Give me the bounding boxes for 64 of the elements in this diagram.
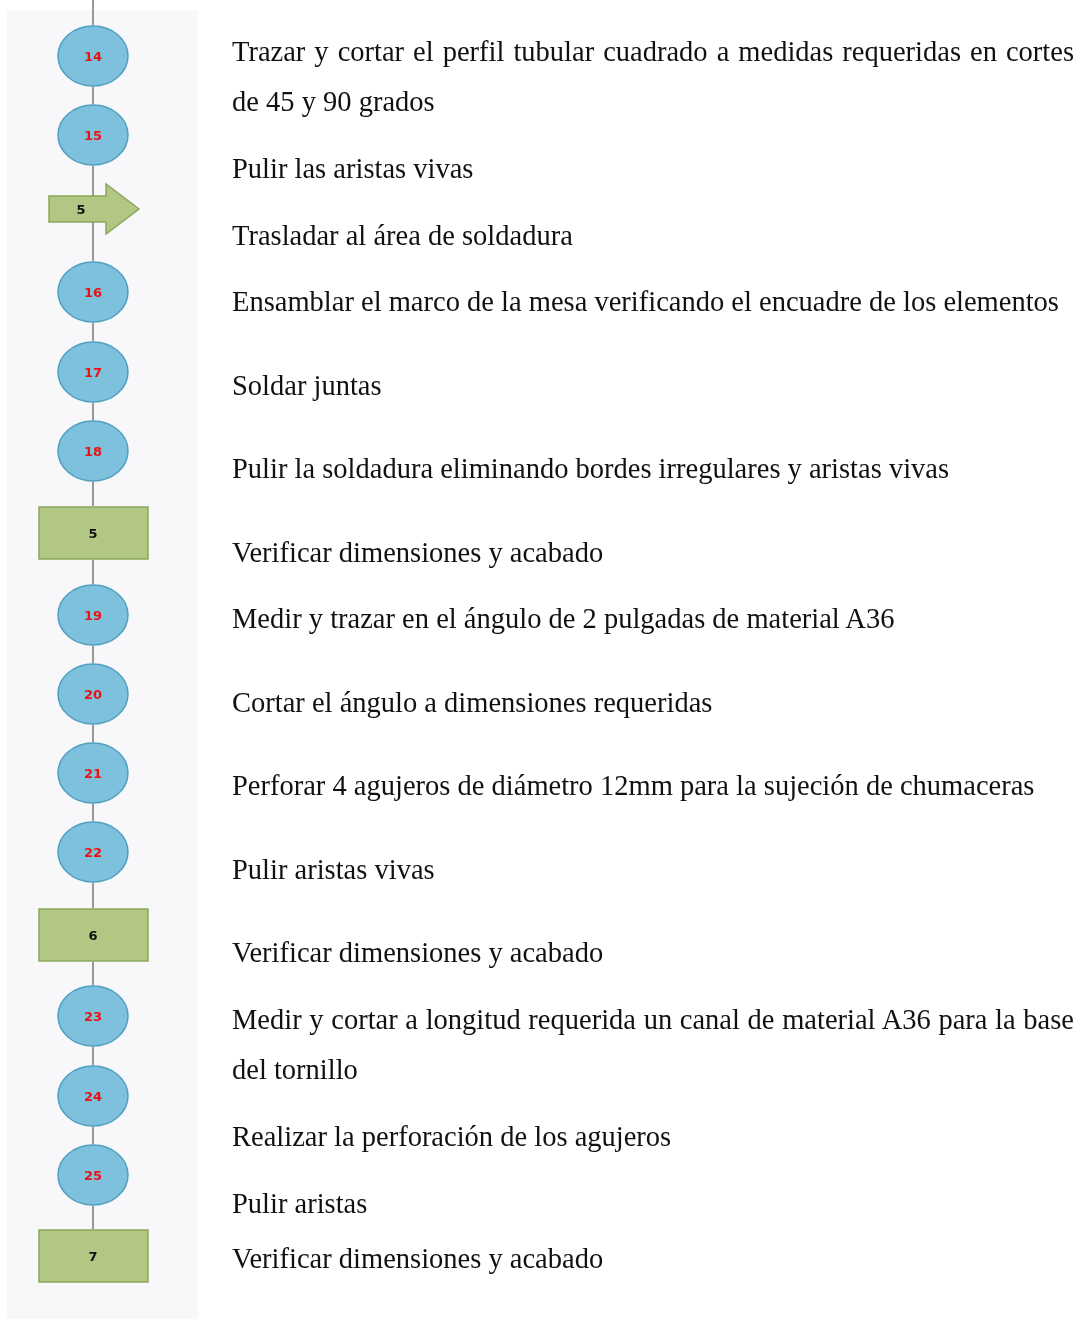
connector-line [92, 481, 94, 507]
step-description: Soldar juntas [232, 369, 383, 403]
operation-circle [57, 1065, 129, 1127]
operation-circle [57, 261, 129, 323]
step-number: 5 [75, 201, 87, 217]
connector-line [92, 86, 94, 105]
step-description: Medir y cortar a longitud requerida un canal de material A36 para la base del tornillo [232, 1003, 1074, 1087]
step-description: Medir y trazar en el ángulo de 2 pulgadas de material A36 [232, 602, 896, 636]
connector-line [92, 221, 94, 262]
step-description: Verificar dimensiones y acabado [232, 536, 605, 570]
step-number: 14 [82, 48, 104, 64]
step-description: Ensamblar el marco de la mesa verificando el encuadre de los elementos [232, 285, 1060, 319]
inspection-box [37, 1229, 149, 1283]
step-number: 24 [82, 1088, 104, 1104]
connector-line [92, 1126, 94, 1145]
step-number: 22 [82, 844, 104, 860]
operation-circle [57, 985, 129, 1047]
step-description: Pulir la soldadura eliminando bordes irregulares y aristas vivas [232, 452, 951, 486]
connector-line [92, 322, 94, 342]
step-description: Pulir aristas [232, 1187, 369, 1221]
connector-line [92, 1046, 94, 1066]
operation-circle [57, 420, 129, 482]
connector-line [92, 402, 94, 421]
step-number: 6 [87, 927, 99, 943]
step-number: 7 [87, 1248, 99, 1264]
operation-circle [57, 1144, 129, 1206]
step-number: 15 [82, 127, 104, 143]
connector-line [92, 1205, 94, 1230]
connector-line [92, 559, 94, 585]
step-description: Realizar la perforación de los agujeros [232, 1120, 673, 1154]
operation-circle [57, 742, 129, 804]
step-number: 21 [82, 765, 104, 781]
inspection-box [37, 506, 149, 560]
step-number: 23 [82, 1008, 104, 1024]
step-description: Perforar 4 agujeros de diámetro 12mm para la sujeción de chumaceras [232, 769, 1036, 803]
connector-line [92, 0, 94, 26]
step-number: 25 [82, 1167, 104, 1183]
step-number: 19 [82, 607, 104, 623]
step-description: Cortar el ángulo a dimensiones requeridas [232, 686, 714, 720]
step-description: Verificar dimensiones y acabado [232, 1242, 605, 1276]
step-number: 17 [82, 364, 104, 380]
connector-line [92, 724, 94, 743]
step-description: Trazar y cortar el perfil tubular cuadrado a medidas requeridas en cortes de 45 y 90 grados [232, 35, 1074, 119]
transport-symbol [48, 183, 140, 235]
connector-line [92, 961, 94, 986]
step-number: 16 [82, 284, 104, 300]
connector-line [92, 882, 94, 909]
operation-circle [57, 584, 129, 646]
operation-circle [57, 663, 129, 725]
step-description: Pulir aristas vivas [232, 853, 436, 887]
step-description: Pulir las aristas vivas [232, 152, 475, 186]
operation-circle [57, 104, 129, 166]
inspection-box [37, 908, 149, 962]
operation-circle [57, 25, 129, 87]
connector-line [92, 803, 94, 822]
connector-line [92, 645, 94, 664]
step-number: 20 [82, 686, 104, 702]
step-description: Trasladar al área de soldadura [232, 219, 574, 253]
step-number: 18 [82, 443, 104, 459]
operation-circle [57, 821, 129, 883]
step-number: 5 [87, 525, 99, 541]
operation-circle [57, 341, 129, 403]
step-description: Verificar dimensiones y acabado [232, 936, 605, 970]
connector-line [92, 165, 94, 197]
